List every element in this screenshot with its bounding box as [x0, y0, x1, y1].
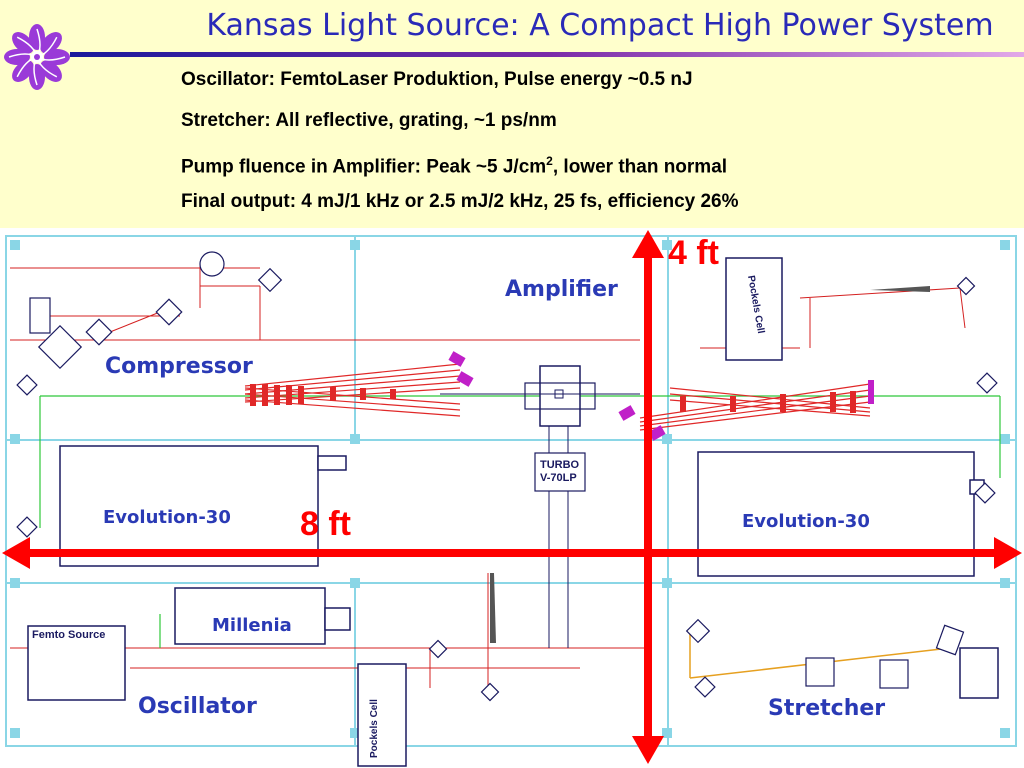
femto-source-box — [27, 625, 126, 701]
turbo-label-line1: TURBO — [540, 459, 580, 471]
evolution-left-box — [59, 445, 319, 567]
bullet-pump-fluence: Pump fluence in Amplifier: Peak ~5 J/cm2… — [181, 154, 728, 178]
title-rule — [70, 52, 1024, 57]
femto-source-label: Femto Source — [32, 629, 105, 641]
flower-logo-icon — [4, 24, 70, 90]
width-dimension-label: 8 ft — [300, 505, 351, 543]
optical-table-grid — [5, 235, 1017, 747]
stretcher-label: Stretcher — [768, 696, 885, 721]
bullet-oscillator: Oscillator: FemtoLaser Produktion, Pulse… — [181, 69, 693, 90]
compressor-label: Compressor — [105, 354, 253, 379]
laser-layout-diagram: Amplifier Compressor Evolution-30 Evolut… — [0, 228, 1024, 768]
millenia-box — [174, 587, 326, 645]
pump-beam-paths — [39, 395, 1001, 648]
amplifier-crystal-mounts — [448, 351, 874, 441]
evolution-right-label: Evolution-30 — [742, 511, 870, 532]
pulse-markers — [250, 384, 856, 413]
width-arrow — [2, 537, 1022, 569]
stretcher-grating — [490, 286, 930, 643]
height-dimension-label: 4 ft — [668, 234, 719, 272]
bullet-final-output: Final output: 4 mJ/1 kHz or 2.5 mJ/2 kHz… — [181, 190, 739, 212]
pockels-bottom-box — [357, 663, 407, 767]
pockels-top-box — [725, 257, 783, 361]
slide-title: Kansas Light Source: A Compact High Powe… — [206, 8, 994, 43]
compressor-multipass — [244, 363, 461, 417]
oscillator-label: Oscillator — [138, 694, 257, 719]
bullet-stretcher: Stretcher: All reflective, grating, ~1 p… — [181, 109, 557, 131]
grid-bolts — [10, 240, 1010, 738]
millenia-label: Millenia — [212, 615, 292, 636]
turbo-label-line2: V-70LP — [540, 472, 577, 484]
bullet-list: Oscillator: FemtoLaser Produktion, Pulse… — [181, 66, 739, 228]
height-arrow — [632, 230, 664, 764]
evolution-left-label: Evolution-30 — [103, 507, 231, 528]
vacuum-chamber — [440, 365, 640, 648]
pockels-bottom-label: Pockels Cell — [369, 699, 380, 758]
optic-mounts — [16, 251, 998, 702]
amplifier-label: Amplifier — [505, 277, 618, 302]
